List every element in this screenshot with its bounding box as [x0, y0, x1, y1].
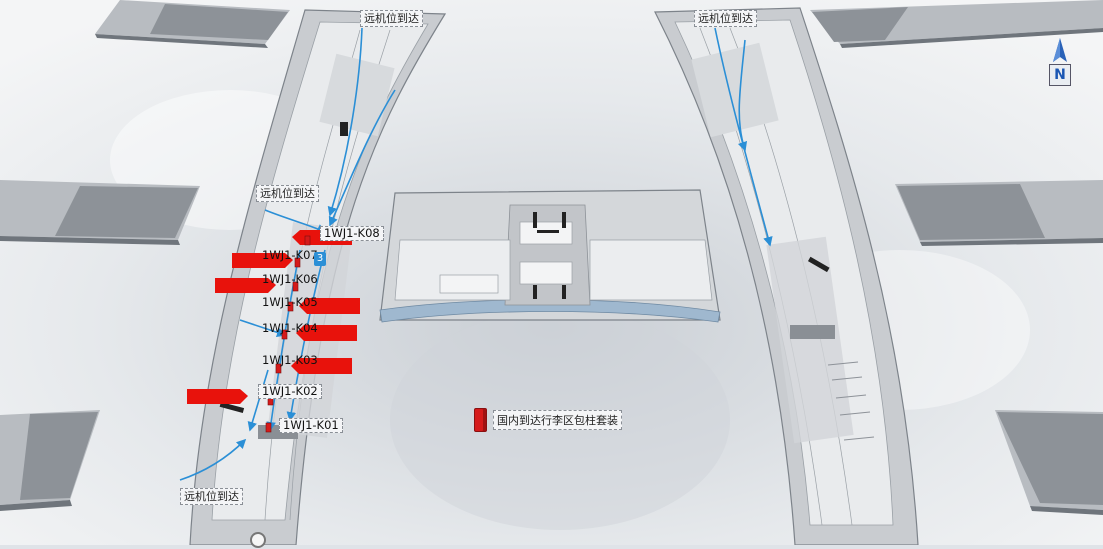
compass[interactable]: N [1049, 38, 1071, 86]
column-wrap-swatch-icon [474, 408, 487, 432]
slab-top-right [810, 0, 1103, 48]
kiosk-label-k01[interactable]: 1WJ1-K01 [279, 418, 343, 433]
facility-badge[interactable]: 3 [314, 252, 326, 266]
slab-mid-left [0, 180, 200, 245]
legend: 国内到达行李区包柱套装 [474, 408, 622, 432]
compass-letter: N [1049, 64, 1071, 86]
column-markers [265, 235, 311, 433]
north-arrow-icon [1053, 38, 1067, 62]
kiosk-label-k05[interactable]: 1WJ1-K05 [262, 295, 318, 309]
map-control-icon[interactable] [250, 532, 266, 548]
right-pier[interactable] [654, 7, 919, 546]
central-building[interactable] [379, 189, 721, 323]
remote-stand-arrival-label: 远机位到达 [694, 10, 757, 27]
slab-low-left [0, 410, 100, 511]
kiosk-label-k06[interactable]: 1WJ1-K06 [262, 272, 318, 286]
kiosk-label-k03[interactable]: 1WJ1-K03 [262, 353, 318, 367]
slab-low-right [995, 410, 1103, 515]
legend-label: 国内到达行李区包柱套装 [493, 410, 622, 430]
kiosk-label-k07[interactable]: 1WJ1-K07 [262, 248, 318, 262]
slab-top-left [95, 0, 290, 48]
remote-stand-arrival-label: 远机位到达 [180, 488, 243, 505]
kiosk-label-k04[interactable]: 1WJ1-K04 [262, 321, 318, 335]
slab-mid-right [895, 180, 1103, 246]
kiosk-label-k02[interactable]: 1WJ1-K02 [258, 384, 322, 399]
remote-stand-arrival-label: 远机位到达 [256, 185, 319, 202]
remote-stand-arrival-label: 远机位到达 [360, 10, 423, 27]
kiosk-label-k08[interactable]: 1WJ1-K08 [320, 226, 384, 241]
